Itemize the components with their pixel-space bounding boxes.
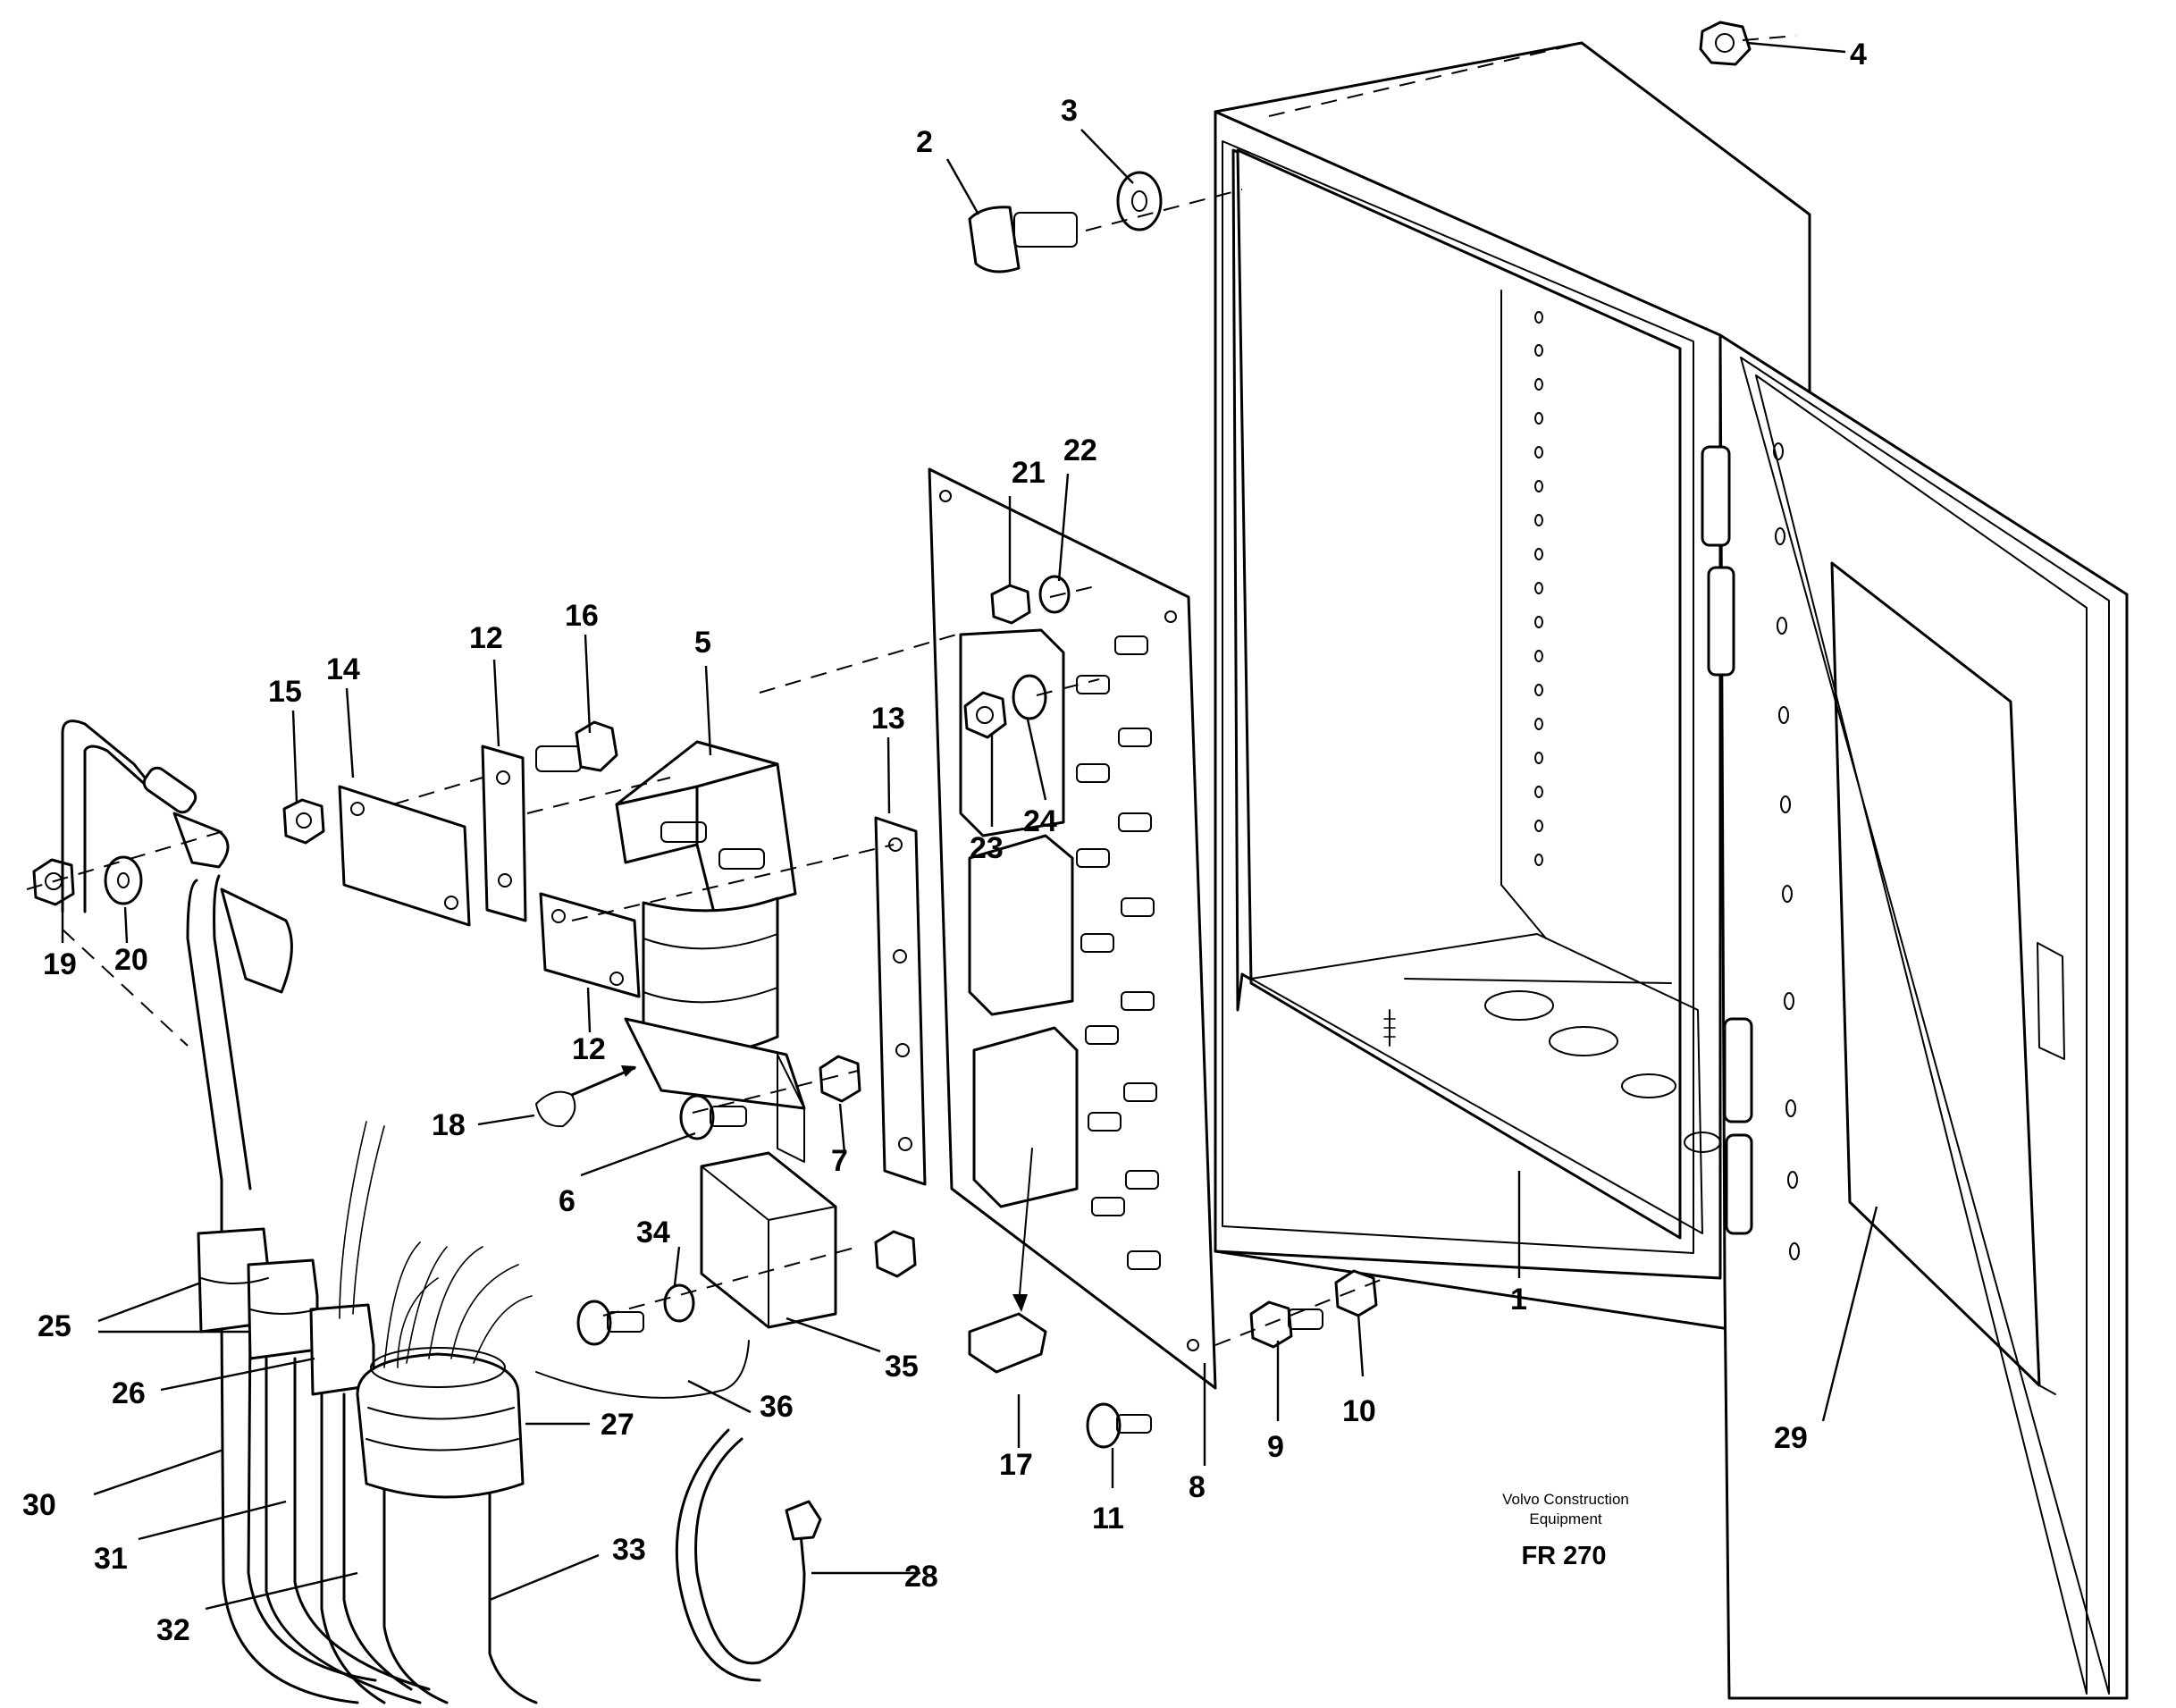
callout-23: 23 bbox=[970, 831, 1004, 865]
callout-30: 30 bbox=[22, 1488, 56, 1522]
diagram-code: FR 270 bbox=[1521, 1542, 1606, 1570]
callout-6a: 6 bbox=[559, 1184, 576, 1218]
callout-2: 2 bbox=[916, 125, 933, 159]
callout-14: 14 bbox=[326, 652, 360, 686]
callout-28: 28 bbox=[904, 1560, 938, 1594]
callout-22: 22 bbox=[1063, 433, 1097, 467]
callout-15: 15 bbox=[268, 675, 302, 709]
callout-32: 32 bbox=[156, 1613, 190, 1647]
callout-13: 13 bbox=[871, 702, 905, 736]
callout-4: 4 bbox=[1850, 38, 1867, 72]
callout-34: 34 bbox=[636, 1216, 670, 1249]
assembly-lines bbox=[26, 35, 1797, 1346]
caption-line2: Equipment bbox=[1529, 1510, 1602, 1527]
hardware-items bbox=[32, 21, 1752, 1682]
callout-12b: 12 bbox=[572, 1032, 606, 1066]
callout-7a: 7 bbox=[831, 1144, 848, 1178]
relay-bracket bbox=[615, 740, 806, 1163]
callout-numbers: 1 2 3 4 5 6 7 8 9 10 11 12 12 13 14 15 1… bbox=[22, 38, 1867, 1647]
callout-18: 18 bbox=[432, 1108, 466, 1142]
callout-19: 19 bbox=[43, 947, 77, 981]
callout-20: 20 bbox=[114, 943, 148, 977]
cables-and-glands bbox=[61, 719, 538, 1704]
mounting-plate bbox=[928, 467, 1217, 1390]
callout-5: 5 bbox=[694, 626, 711, 660]
callout-1: 1 bbox=[1510, 1283, 1527, 1317]
cabinet-enclosure bbox=[1214, 41, 1811, 1334]
callout-21: 21 bbox=[1012, 456, 1046, 490]
callout-26: 26 bbox=[112, 1376, 146, 1410]
link-plates bbox=[338, 745, 927, 1186]
callout-24: 24 bbox=[1023, 804, 1057, 838]
callout-10: 10 bbox=[1342, 1394, 1376, 1428]
callout-36: 36 bbox=[760, 1390, 794, 1424]
callout-29: 29 bbox=[1774, 1421, 1808, 1455]
callout-3: 3 bbox=[1061, 94, 1078, 128]
callout-16: 16 bbox=[565, 599, 599, 633]
callout-35: 35 bbox=[885, 1350, 919, 1384]
cabinet-door bbox=[1701, 333, 2129, 1700]
caption-line1: Volvo Construction bbox=[1502, 1491, 1629, 1508]
callout-33: 33 bbox=[612, 1533, 646, 1567]
callout-leaders bbox=[61, 41, 1878, 1611]
callout-12a: 12 bbox=[469, 621, 503, 655]
callout-25: 25 bbox=[38, 1309, 71, 1343]
callout-17: 17 bbox=[999, 1448, 1033, 1482]
callout-31: 31 bbox=[94, 1542, 128, 1576]
diagram-caption: Volvo Construction Equipment FR 270 bbox=[1502, 1491, 1629, 1570]
callout-8: 8 bbox=[1189, 1470, 1206, 1504]
callout-27: 27 bbox=[601, 1408, 634, 1442]
callout-11: 11 bbox=[1092, 1502, 1124, 1536]
callout-9: 9 bbox=[1267, 1430, 1284, 1464]
